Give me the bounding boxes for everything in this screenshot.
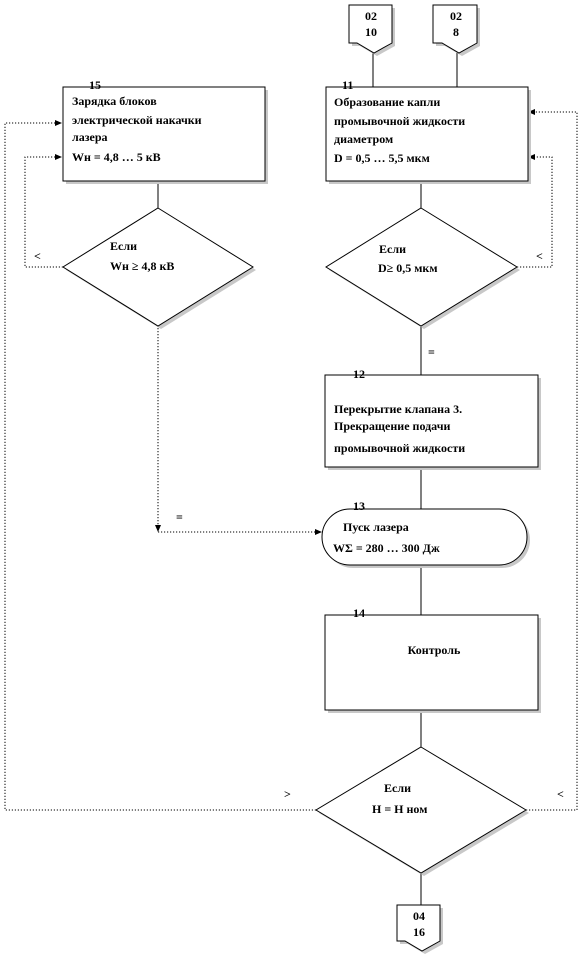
connector-in-1: 02 10 — [348, 4, 395, 56]
block-11: 11 Образование капли промывочной жидкост… — [325, 78, 531, 184]
block-15-line-1: Зарядка блоков — [72, 94, 157, 108]
block-12-line-2: Прекращение подачи — [334, 419, 450, 433]
decision-d-line-2: D≥ 0,5 мкм — [378, 261, 438, 275]
label-d15-less: < — [34, 249, 41, 263]
block-11-id: 11 — [342, 78, 353, 92]
label-d11-less: < — [536, 249, 543, 263]
decision-wn: Если Wн ≥ 4,8 кВ — [62, 207, 256, 329]
block-14-line-1: Контроль — [408, 643, 461, 657]
connector-out: 04 16 — [396, 904, 443, 954]
block-12-line-1: Перекрытие клапана 3. — [334, 402, 462, 416]
branch-labels: < < = = > < — [34, 249, 564, 801]
connector-in-2-number: 02 — [450, 9, 462, 23]
connector-in-2: 02 8 — [432, 4, 480, 56]
block-15-id: 15 — [89, 78, 101, 92]
block-15-line-2: электрической накачки — [72, 113, 202, 127]
decision-d-line-1: Если — [379, 242, 406, 256]
label-d15-equal: = — [176, 510, 183, 524]
decision-h-line-2: Н = Н ном — [372, 802, 427, 816]
block-11-line-2: промывочной жидкости — [334, 114, 465, 128]
connector-in-1-sub: 10 — [365, 25, 377, 39]
connector-out-sub: 16 — [413, 925, 425, 939]
block-12: 12 Перекрытие клапана 3. Прекращение под… — [324, 367, 541, 470]
decision-d: Если D≥ 0,5 мкм — [325, 207, 520, 329]
block-15-line-3: лазера — [72, 130, 108, 144]
block-12-line-3: промывочной жидкости — [334, 441, 465, 455]
block-13-line-2: WΣ = 280 … 300 Дж — [333, 541, 440, 555]
block-12-id: 12 — [353, 367, 365, 381]
decision-h: Если Н = Н ном — [315, 746, 529, 876]
block-13-id: 13 — [353, 499, 365, 513]
block-15-line-4: Wн = 4,8 … 5 кВ — [72, 150, 161, 164]
decision-wn-line-2: Wн ≥ 4,8 кВ — [110, 259, 174, 273]
block-14: 14 Контроль — [324, 606, 541, 713]
label-d11-equal: = — [428, 345, 435, 359]
connector-in-2-sub: 8 — [453, 25, 459, 39]
block-15: 15 Зарядка блоков электрической накачки … — [62, 78, 268, 184]
block-13: 13 Пуск лазера WΣ = 280 … 300 Дж — [321, 499, 530, 568]
connector-out-number: 04 — [413, 909, 425, 923]
branch-lines — [4, 109, 578, 811]
block-13-line-1: Пуск лазера — [343, 520, 409, 534]
block-11-line-3: диаметром — [334, 132, 393, 146]
decision-wn-line-1: Если — [110, 239, 137, 253]
block-11-line-4: D = 0,5 … 5,5 мкм — [334, 151, 430, 165]
connector-in-1-number: 02 — [365, 9, 377, 23]
label-final-less: < — [557, 787, 564, 801]
label-final-greater: > — [284, 787, 291, 801]
decision-h-line-1: Если — [384, 781, 411, 795]
block-11-line-1: Образование капли — [334, 95, 440, 109]
block-14-id: 14 — [353, 606, 365, 620]
